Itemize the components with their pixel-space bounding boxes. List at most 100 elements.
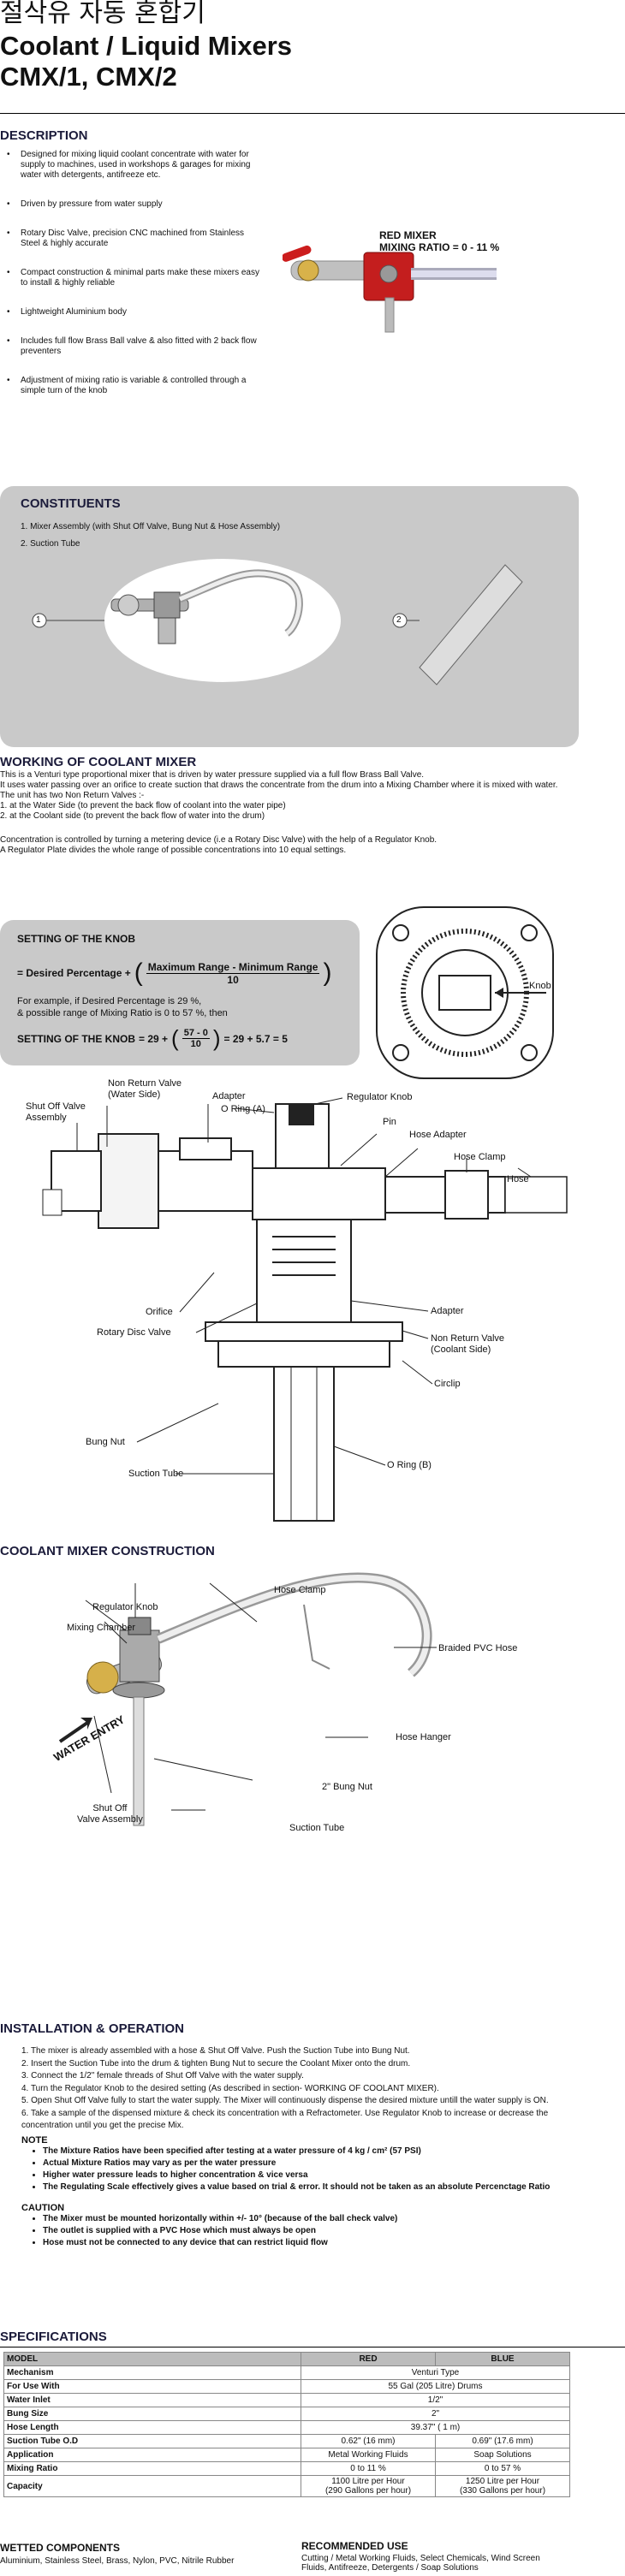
- working-paragraph: A Regulator Plate divides the whole rang…: [0, 846, 347, 855]
- knob-setting-box: [0, 920, 360, 1065]
- spec-value: 39.37" ( 1 m): [301, 2420, 570, 2435]
- description-item: Compact construction & minimal parts mak…: [7, 268, 260, 288]
- spec-value: Metal Working Fluids: [301, 2448, 436, 2462]
- result-label: SETTING OF THE KNOB: [17, 1032, 135, 1045]
- constituent-item: 2. Suction Tube: [21, 539, 80, 549]
- photo-label-ratio: MIXING RATIO = 0 - 11 %: [379, 241, 500, 253]
- description-item: Includes full flow Brass Ball valve & al…: [7, 336, 260, 357]
- installation-step: 2. Insert the Suction Tube into the drum…: [21, 2058, 411, 2069]
- label-nrv-water: Non Return Valve (Water Side): [108, 1078, 182, 1100]
- formula-denominator: 10: [227, 973, 239, 986]
- spec-key: Application: [3, 2448, 301, 2462]
- label-pin: Pin: [383, 1117, 396, 1127]
- spec-value: 0 to 11 %: [301, 2461, 436, 2476]
- working-heading: WORKING OF COOLANT MIXER: [0, 755, 197, 769]
- divider: [0, 113, 625, 114]
- spec-value: Soap Solutions: [435, 2448, 570, 2462]
- constituent-marker-2: 2: [396, 615, 402, 625]
- result-rhs: = 29 + 5.7 = 5: [223, 1032, 288, 1045]
- caution-item: The outlet is supplied with a PVC Hose w…: [43, 2226, 599, 2236]
- result-eq: = 29 +: [139, 1032, 169, 1045]
- spec-key: Mechanism: [3, 2365, 301, 2380]
- example-line: & possible range of Mixing Ratio is 0 to…: [17, 1008, 228, 1018]
- label-hose: Hose: [507, 1174, 529, 1184]
- working-paragraph: It uses water passing over an orifice to…: [0, 781, 558, 790]
- knob-formula: = Desired Percentage + ( Maximum Range -…: [17, 959, 332, 987]
- cons-mixing-chamber: Mixing Chamber: [67, 1623, 136, 1633]
- working-valve-2: 2. at the Coolant side (to prevent the b…: [0, 811, 265, 821]
- spec-value: 0.62" (16 mm): [301, 2434, 436, 2448]
- constituents-list: 1. Mixer Assembly (with Shut Off Valve, …: [21, 519, 280, 553]
- constituents-illustration: [32, 559, 523, 686]
- spec-key: Hose Length: [3, 2420, 301, 2435]
- note-item: The Mixture Ratios have been specified a…: [43, 2146, 599, 2157]
- title-line-2: CMX/1, CMX/2: [0, 62, 177, 92]
- recommended-heading: RECOMMENDED USE: [301, 2540, 408, 2552]
- installation-step: 5. Open Shut Off Valve fully to start th…: [21, 2096, 549, 2105]
- wetted-text: Aluminium, Stainless Steel, Brass, Nylon…: [0, 2556, 235, 2566]
- caution-heading: CAUTION: [21, 2203, 65, 2213]
- label-suction-tube: Suction Tube: [128, 1469, 184, 1479]
- label-oring-b: O Ring (B): [387, 1460, 432, 1470]
- knob-result: SETTING OF THE KNOB = 29 + ( 57 - 0 10 )…: [17, 1025, 288, 1051]
- description-list: Designed for mixing liquid coolant conce…: [0, 150, 260, 415]
- constituent-item: 1. Mixer Assembly (with Shut Off Valve, …: [21, 522, 281, 531]
- label-hose-adapter: Hose Adapter: [409, 1130, 467, 1140]
- photo-label-model: RED MIXER: [379, 229, 437, 241]
- installation-step: 6. Take a sample of the dispensed mixtur…: [21, 2108, 549, 2118]
- working-paragraph: The unit has two Non Return Valves :-: [0, 791, 145, 800]
- notes-list: The Mixture Ratios have been specified a…: [21, 2146, 599, 2194]
- label-hose-clamp: Hose Clamp: [454, 1152, 506, 1162]
- spec-key: Bung Size: [3, 2407, 301, 2421]
- cons-braided-hose: Braided PVC Hose: [438, 1643, 518, 1653]
- spec-value: 55 Gal (205 Litre) Drums: [301, 2379, 570, 2394]
- spec-value: 2": [301, 2407, 570, 2421]
- korean-title: 절삭유 자동 혼합기: [0, 0, 205, 28]
- cons-hose-hanger: Hose Hanger: [396, 1732, 451, 1742]
- spec-key: Mixing Ratio: [3, 2461, 301, 2476]
- caution-item: Hose must not be connected to any device…: [43, 2238, 599, 2248]
- label-nrv-coolant: Non Return Valve (Coolant Side): [431, 1333, 505, 1355]
- label-oring-a: O Ring (A): [221, 1104, 265, 1114]
- description-item: Adjustment of mixing ratio is variable &…: [7, 376, 260, 396]
- installation-step: 1. The mixer is already assembled with a…: [21, 2046, 410, 2056]
- knob-dial-label: Knob: [529, 981, 551, 991]
- spec-key: Water Inlet: [3, 2393, 301, 2407]
- installation-step: concentration until you get the precise …: [21, 2121, 184, 2130]
- knob-heading: SETTING OF THE KNOB: [17, 933, 135, 945]
- photo-caption: RED MIXER MIXING RATIO = 0 - 11 %: [379, 229, 499, 253]
- knob-dial-diagram: [376, 906, 554, 1079]
- knob-example: For example, if Desired Percentage is 29…: [17, 995, 228, 1019]
- table-header-cell: MODEL: [3, 2352, 301, 2366]
- red-mixer-photo: [283, 245, 497, 333]
- construction-illustration: [58, 1572, 437, 1826]
- recommended-text: Cutting / Metal Working Fluids, Select C…: [301, 2554, 540, 2573]
- working-valve-1: 1. at the Water Side (to prevent the bac…: [0, 801, 286, 810]
- page-title: Coolant / Liquid Mixers CMX/1, CMX/2: [0, 31, 292, 92]
- constituent-marker-1: 1: [36, 615, 41, 625]
- caution-item: The Mixer must be mounted horizontally w…: [43, 2214, 599, 2224]
- label-shutoff: Shut Off Valve Assembly: [26, 1101, 86, 1123]
- constituents-heading: CONSTITUENTS: [21, 496, 121, 511]
- installation-heading: INSTALLATION & OPERATION: [0, 2021, 184, 2036]
- working-paragraph: This is a Venturi type proportional mixe…: [0, 770, 425, 780]
- note-heading: NOTE: [21, 2135, 48, 2146]
- note-item: Higher water pressure leads to higher co…: [43, 2170, 599, 2181]
- spec-value: 1250 Litre per Hour (330 Gallons per hou…: [435, 2475, 570, 2497]
- spec-value: Venturi Type: [301, 2365, 570, 2380]
- cons-bung-nut: 2" Bung Nut: [322, 1782, 372, 1792]
- table-header-cell: BLUE: [435, 2352, 570, 2366]
- note-item: Actual Mixture Ratios may vary as per th…: [43, 2158, 599, 2169]
- spec-value: 1/2": [301, 2393, 570, 2407]
- note-item: The Regulating Scale effectively gives a…: [43, 2182, 599, 2193]
- description-item: Driven by pressure from water supply: [7, 199, 260, 210]
- result-denominator: 10: [190, 1039, 201, 1049]
